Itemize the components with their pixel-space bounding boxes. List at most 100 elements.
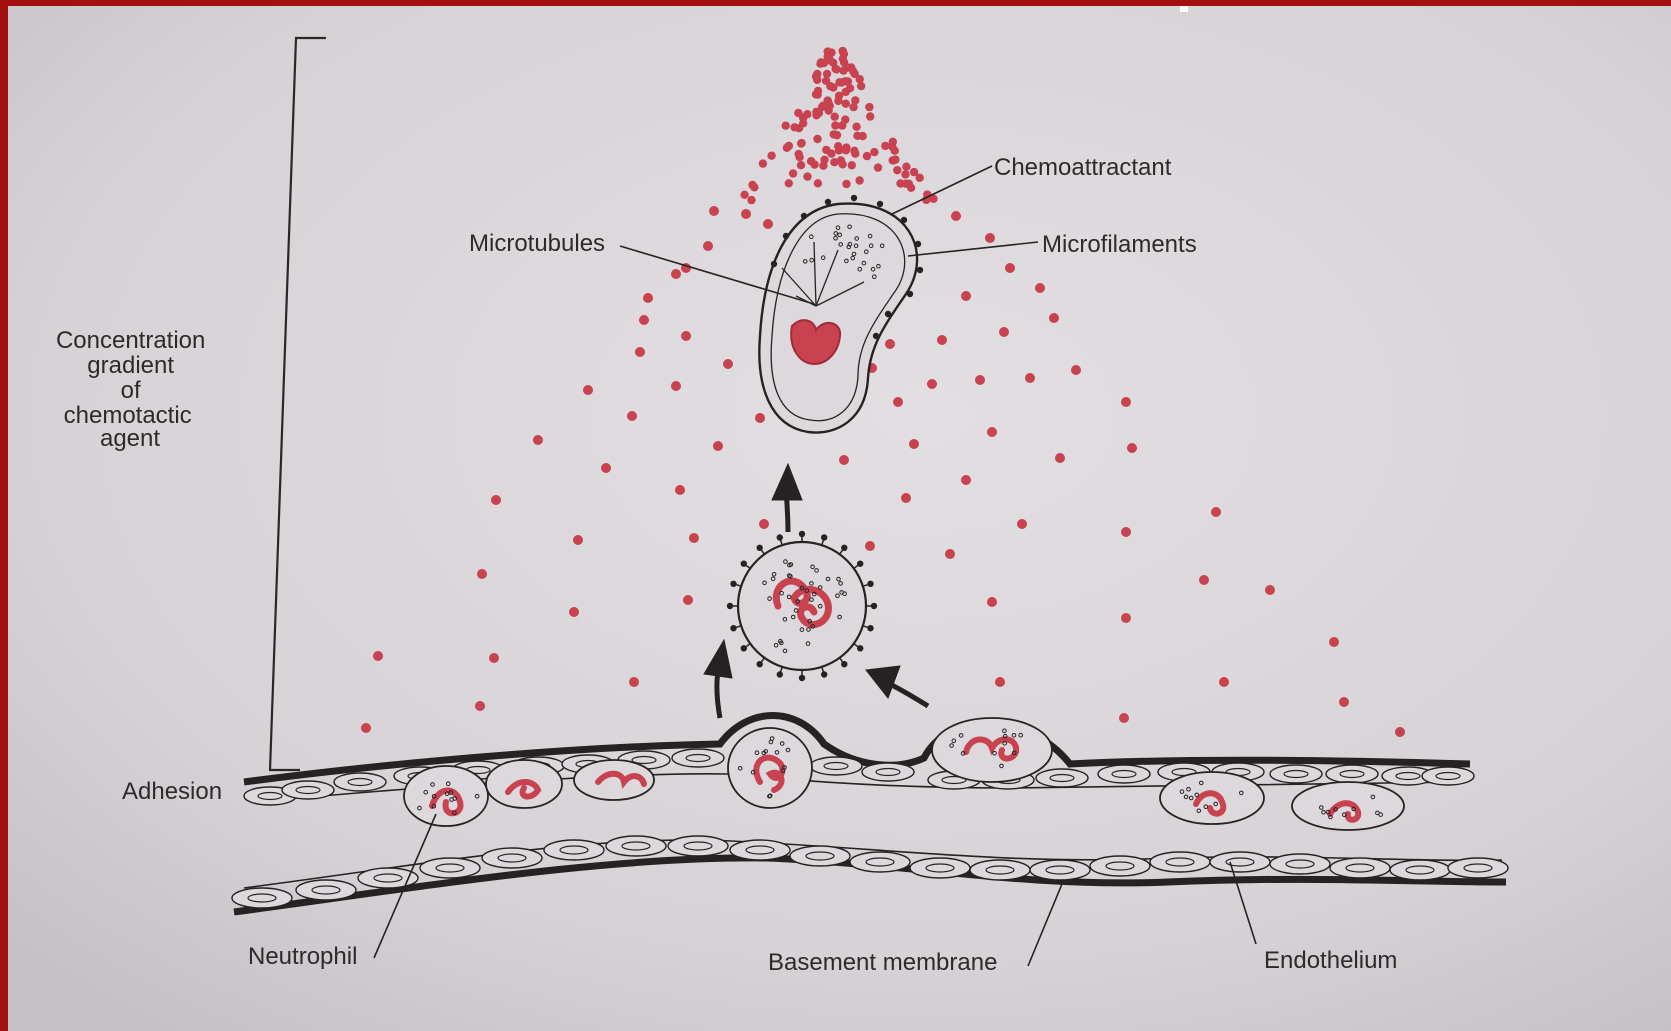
particle-141: [627, 411, 637, 421]
upper-cell-20: [1422, 767, 1474, 785]
particle-193: [1219, 677, 1229, 687]
particle-112: [842, 88, 850, 96]
particle-180: [961, 475, 971, 485]
particle-138: [681, 331, 691, 341]
particle-104: [870, 148, 878, 156]
particle-113: [830, 130, 838, 138]
particle-191: [1329, 637, 1339, 647]
particle-116: [824, 47, 832, 55]
label-microtubules: Microtubules: [469, 230, 605, 257]
particle-115: [815, 109, 823, 117]
particle-135: [671, 269, 681, 279]
polar-receptor-1: [783, 233, 789, 239]
particle-75: [820, 156, 828, 164]
chemotaxis-diagram: Concentration gradient of chemotactic ag…: [8, 6, 1671, 1031]
round-receptor-head-3: [841, 661, 847, 667]
particle-33: [813, 135, 821, 143]
particle-194: [1339, 697, 1349, 707]
particle-148: [573, 535, 583, 545]
label-neutrophil: Neutrophil: [248, 943, 357, 970]
particle-140: [583, 385, 593, 395]
gradient-label-line-5: agent: [100, 425, 160, 452]
particle-186: [865, 541, 875, 551]
particle-108: [851, 70, 859, 78]
lower-cell-14: [1090, 856, 1150, 876]
particle-103: [829, 83, 837, 91]
particle-31: [852, 123, 860, 131]
particle-8: [767, 152, 775, 160]
polar-receptor-11: [873, 333, 879, 339]
particle-139: [635, 347, 645, 357]
particle-121: [842, 146, 850, 154]
round-receptor-head-7: [757, 661, 763, 667]
round-receptor-head-0: [871, 603, 877, 609]
particle-120: [866, 112, 874, 120]
particle-181: [901, 493, 911, 503]
round-receptor-head-6: [777, 671, 783, 677]
particle-133: [703, 241, 713, 251]
upper-cell-17: [1270, 765, 1322, 783]
particle-49: [795, 150, 803, 158]
upper-cell-1: [282, 781, 334, 799]
particle-155: [373, 651, 383, 661]
round-receptor-head-16: [821, 534, 827, 540]
particle-35: [893, 166, 901, 174]
particle-130: [709, 206, 719, 216]
round-receptor-head-18: [857, 561, 863, 567]
particle-156: [489, 653, 499, 663]
particle-131: [741, 209, 751, 219]
particle-177: [839, 455, 849, 465]
particle-91: [822, 146, 830, 154]
particle-93: [901, 170, 909, 178]
polar-receptor-7: [915, 241, 921, 247]
upper-cell-8: [672, 749, 724, 767]
round-receptor-head-1: [867, 625, 873, 631]
particle-175: [987, 427, 997, 437]
particle-73: [842, 100, 850, 108]
round-receptor-head-17: [841, 545, 847, 551]
round-receptor-head-4: [821, 671, 827, 677]
particle-125: [850, 147, 858, 155]
particle-43: [905, 180, 913, 188]
particle-167: [885, 339, 895, 349]
particle-190: [1121, 613, 1131, 623]
particle-48: [830, 158, 838, 166]
particle-172: [927, 379, 937, 389]
lower-cell-3: [420, 858, 480, 878]
gradient-label-line-1: Concentration: [56, 327, 205, 354]
particle-61: [863, 152, 871, 160]
particle-164: [1049, 313, 1059, 323]
lower-cell-11: [910, 858, 970, 878]
particle-183: [1211, 507, 1221, 517]
particle-95: [848, 161, 856, 169]
particle-159: [951, 211, 961, 221]
lower-cell-15: [1150, 852, 1210, 872]
particle-90: [813, 90, 821, 98]
particle-198: [759, 519, 769, 529]
particle-144: [723, 359, 733, 369]
upper-cell-9: [810, 757, 862, 775]
particle-137: [639, 315, 649, 325]
particle-169: [1071, 365, 1081, 375]
particle-50: [785, 179, 793, 187]
lower-cell-0: [232, 888, 292, 908]
label-chemoattractant: Chemoattractant: [994, 154, 1172, 181]
particle-66: [896, 179, 904, 187]
particle-150: [569, 607, 579, 617]
upper-cell-13: [1036, 769, 1088, 787]
round-receptor-head-11: [730, 581, 736, 587]
particle-124: [859, 132, 867, 140]
round-receptor-head-14: [777, 534, 783, 540]
particle-165: [999, 327, 1009, 337]
particle-170: [1025, 373, 1035, 383]
round-receptor-head-12: [741, 561, 747, 567]
particle-195: [1119, 713, 1129, 723]
particle-118: [857, 82, 865, 90]
particle-44: [797, 161, 805, 169]
label-basement-membrane: Basement membrane: [768, 949, 997, 976]
polar-receptor-9: [907, 291, 913, 297]
particle-117: [794, 109, 802, 117]
lower-cell-16: [1210, 852, 1270, 872]
particle-145: [533, 435, 543, 445]
particle-76: [822, 77, 830, 85]
